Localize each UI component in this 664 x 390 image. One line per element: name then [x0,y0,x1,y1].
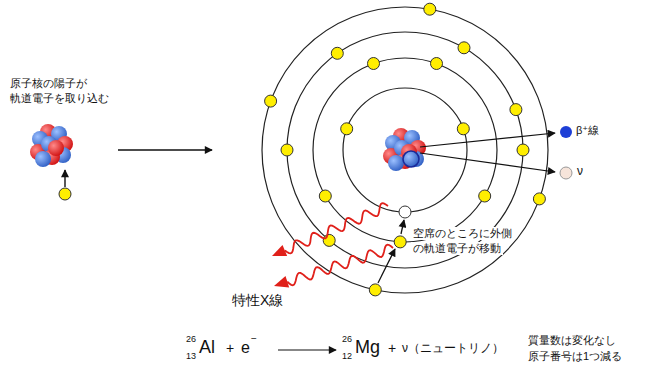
note: 原子番号は1つ減る [528,350,622,363]
note: の軌道電子が移動 [411,242,503,255]
particle-label: ν [577,164,583,178]
electron [281,144,293,156]
xray-label: 特性X線 [232,292,283,309]
electron [59,188,71,200]
transition-arrow [118,149,212,150]
xray-arrowhead [274,276,289,288]
electron [323,234,335,246]
converted-proton [403,151,419,167]
atomic-number: 12 [342,351,352,362]
electron [394,236,406,248]
xray-arrowhead [272,245,287,256]
electron [431,58,443,70]
electron [369,284,381,296]
electron-shell [343,88,467,212]
plus-sign: + [226,340,234,357]
note: 空席のところに外側 [411,227,514,240]
neutrino-label: ν（ニュートリノ） [402,341,504,355]
element-symbol: Mg [355,337,380,359]
note: 軌道電子を取り込む [10,92,109,105]
emission-arrow [420,133,555,147]
atomic-number: 13 [186,351,196,362]
mass-number: 26 [342,334,352,345]
electron-symbol: e [241,338,250,357]
electron-shell [313,58,497,242]
transition-arrow [401,220,404,234]
particle-label: β⁺線 [576,124,599,137]
electron [331,47,343,59]
nucleus [383,128,426,171]
capture-arrow [64,170,65,187]
xray-wave [285,203,388,253]
electron [533,193,545,205]
electron [517,144,529,156]
electron [368,58,380,70]
nucleus [30,124,73,167]
neutrino-dot [560,167,572,179]
element-symbol: Al [199,337,215,359]
electron-shell [262,7,548,293]
xray-wave [287,245,393,286]
positron-dot [560,126,572,138]
note: 質量数は変化なし [528,334,616,347]
transition-arrow [378,249,395,283]
mass-number: 26 [186,334,196,345]
vacancy [399,206,411,218]
electron [265,95,277,107]
electron [479,190,491,202]
electron [510,104,522,116]
electron [458,42,470,54]
charge-sign: − [251,333,257,345]
emission-arrow [420,153,555,172]
electron [457,123,469,135]
plus-sign: + [388,340,396,357]
note: 原子核の陽子が [10,77,87,90]
electron [319,190,331,202]
electron [341,123,353,135]
reaction-arrow [278,349,336,350]
electron [424,3,436,15]
electron-shell [287,32,523,268]
